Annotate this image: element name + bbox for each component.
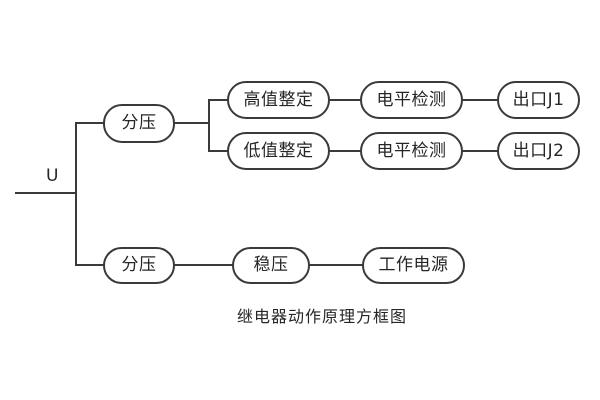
node-level-detect-high[interactable]: 电平检测 — [360, 81, 463, 119]
node-divider-bottom-label: 分压 — [121, 255, 157, 275]
node-level-detect-high-label: 电平检测 — [376, 89, 447, 110]
node-divider-top[interactable]: 分压 — [103, 104, 175, 143]
node-output-j1[interactable]: 出口J1 — [497, 81, 580, 119]
node-voltage-regulator-label: 稳压 — [253, 255, 289, 275]
node-output-j1-label: 出口J1 — [512, 89, 565, 110]
diagram-caption: 继电器动作原理方框图 — [237, 307, 408, 326]
node-working-power[interactable]: 工作电源 — [362, 247, 465, 284]
node-level-detect-low-label: 电平检测 — [376, 140, 447, 161]
node-divider-bottom[interactable]: 分压 — [103, 247, 175, 284]
node-high-value-setting[interactable]: 高值整定 — [227, 81, 330, 119]
node-level-detect-low[interactable]: 电平检测 — [360, 132, 463, 170]
node-output-j2[interactable]: 出口J2 — [497, 132, 580, 170]
node-divider-top-label: 分压 — [121, 113, 157, 133]
node-voltage-regulator[interactable]: 稳压 — [232, 247, 310, 284]
node-low-value-setting-label: 低值整定 — [243, 140, 314, 161]
node-high-value-setting-label: 高值整定 — [243, 89, 314, 110]
node-output-j2-label: 出口J2 — [512, 140, 565, 161]
input-label-u: U — [46, 166, 59, 186]
node-working-power-label: 工作电源 — [378, 255, 449, 275]
node-low-value-setting[interactable]: 低值整定 — [227, 132, 330, 170]
